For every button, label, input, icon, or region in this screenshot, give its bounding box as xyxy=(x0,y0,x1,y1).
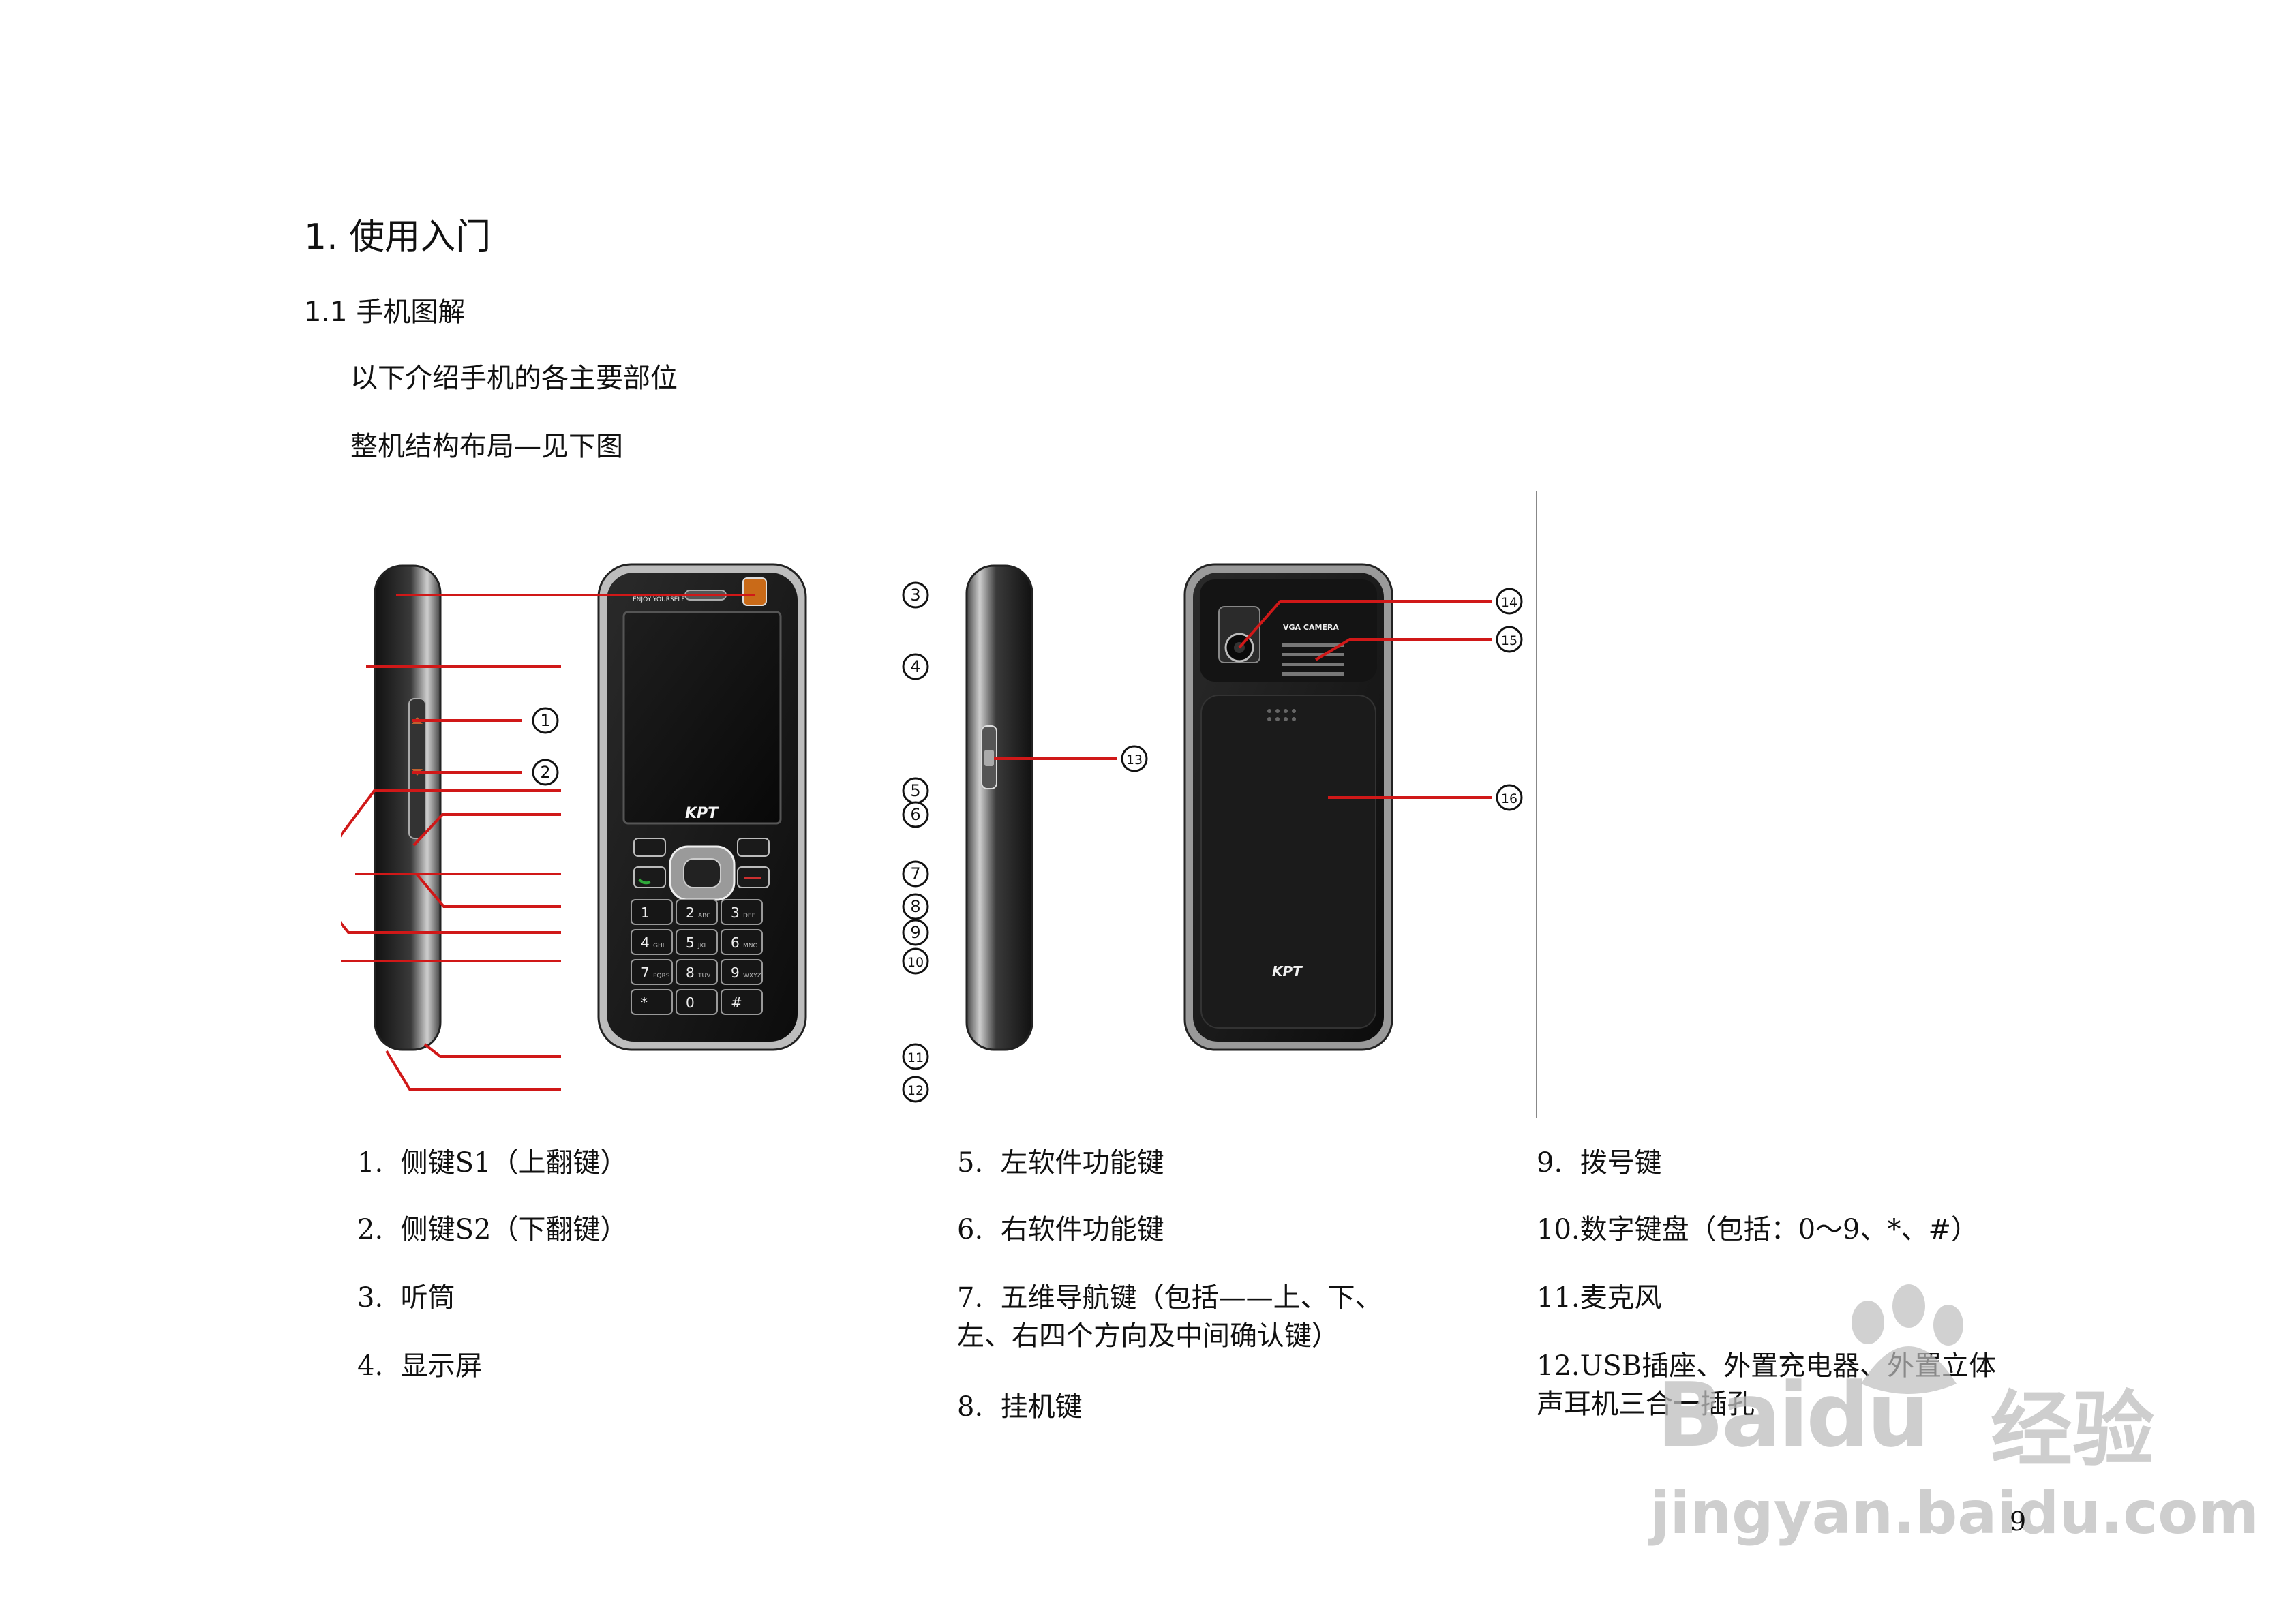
keypad-key-label: 5 xyxy=(686,935,695,951)
keypad-key: 0 xyxy=(676,989,718,1015)
legend-item-2: 2. 侧键S2（下翻键） xyxy=(357,1214,628,1245)
keypad-key-letters: TUV xyxy=(697,973,711,980)
callout-marker-10: 10 xyxy=(902,947,929,975)
callout-marker-11: 11 xyxy=(902,1043,929,1070)
keypad-key-label: 9 xyxy=(731,965,740,981)
callout-marker-6: 6 xyxy=(902,801,929,828)
callout-marker-label: 6 xyxy=(910,805,920,824)
keypad-key-label: * xyxy=(641,995,648,1011)
leader-lines xyxy=(341,594,1492,1091)
keypad-key-label: 2 xyxy=(686,905,695,921)
callout-marker-label: 3 xyxy=(910,586,920,605)
keypad-key-label: # xyxy=(731,995,742,1011)
legend-item-11: 11.麦克风 xyxy=(1537,1282,1662,1314)
section-title: 1. 使用入门 xyxy=(304,217,492,258)
legend-item-5: 5. 左软件功能键 xyxy=(957,1147,1164,1179)
front-tag: ENJOY YOURSELF xyxy=(633,596,685,603)
callout-marker-label: 13 xyxy=(1126,753,1143,768)
keypad-key-letters: PQRS xyxy=(653,973,670,980)
callout-marker-label: 2 xyxy=(540,763,550,782)
legend-item-7: 7. 五维导航键（包括——上、下、 左、右四个方向及中间确认键） xyxy=(957,1282,1383,1352)
keypad-key-label: 4 xyxy=(641,935,650,951)
callout-marker-15: 15 xyxy=(1496,626,1523,653)
keypad-key-letters: DEF xyxy=(743,913,755,920)
callout-marker-3: 3 xyxy=(902,581,929,609)
keypad-key-letters: JKL xyxy=(697,943,708,950)
callout-marker-label: 8 xyxy=(910,897,920,916)
callout-marker-label: 10 xyxy=(907,955,924,970)
callout-marker-label: 5 xyxy=(910,781,920,800)
back-view: VGA CAMERA KPT xyxy=(1183,563,1393,1051)
legend-item-3: 3. 听筒 xyxy=(357,1282,455,1314)
callout-marker-5: 5 xyxy=(902,777,929,804)
intro-line-1: 以下介绍手机的各主要部位 xyxy=(350,363,678,394)
legend-item-10: 10.数字键盘（包括：0～9、*、#） xyxy=(1537,1214,1979,1245)
keypad-key: * xyxy=(631,989,673,1015)
paw-logo xyxy=(1852,1284,1963,1394)
callout-marker-label: 11 xyxy=(907,1050,924,1065)
back-brand-logo: KPT xyxy=(1272,963,1303,980)
callout-marker-14: 14 xyxy=(1496,588,1523,615)
keypad-key-letters: WXYZ xyxy=(743,973,761,980)
callout-marker-label: 4 xyxy=(910,657,920,676)
keypad-key-label: 8 xyxy=(686,965,695,981)
front-brand-logo: KPT xyxy=(685,805,719,822)
callout-marker-16: 16 xyxy=(1496,784,1523,811)
callout-marker-label: 1 xyxy=(540,711,550,730)
callout-marker-label: 16 xyxy=(1501,791,1517,806)
callout-marker-7: 7 xyxy=(902,860,929,888)
keypad-key-label: 3 xyxy=(731,905,740,921)
callout-marker-label: 14 xyxy=(1501,595,1517,610)
legend-item-8: 8. 挂机键 xyxy=(957,1391,1083,1423)
page-number: 9 xyxy=(2010,1506,2027,1536)
callout-marker-label: 15 xyxy=(1501,633,1517,648)
keypad-key-letters: GHI xyxy=(653,943,664,950)
legend-item-1: 1. 侧键S1（上翻键） xyxy=(357,1147,628,1179)
callout-marker-12: 12 xyxy=(902,1076,929,1103)
intro-line-2: 整机结构布局—见下图 xyxy=(350,431,623,462)
keypad-key-label: 0 xyxy=(686,995,695,1011)
keypad-key-label: 7 xyxy=(641,965,650,981)
callout-marker-13: 13 xyxy=(1121,745,1148,772)
subsection-title: 1.1 手机图解 xyxy=(304,297,466,328)
legend-item-9: 9. 拨号键 xyxy=(1537,1147,1662,1179)
keypad-key: 1 xyxy=(631,899,673,925)
callout-marker-label: 7 xyxy=(910,864,920,883)
side-view-right xyxy=(965,564,1033,1051)
callout-marker-9: 9 xyxy=(902,919,929,946)
callout-marker-1: 1 xyxy=(532,707,559,734)
callout-marker-8: 8 xyxy=(902,893,929,920)
keypad-key-label: 6 xyxy=(731,935,740,951)
watermark-url: jingyan.baidu.com xyxy=(1650,1479,2259,1547)
keypad-key: # xyxy=(721,989,763,1015)
keypad-key-label: 1 xyxy=(641,905,650,921)
keypad-key-letters: MNO xyxy=(743,943,758,950)
keypad-key-letters: ABC xyxy=(698,913,710,920)
callout-marker-label: 12 xyxy=(907,1083,924,1098)
watermark-cn: 经验 xyxy=(1991,1383,2154,1478)
back-camera-label: VGA CAMERA xyxy=(1283,623,1339,632)
legend-item-4: 4. 显示屏 xyxy=(357,1350,483,1382)
watermark-brand: Baidu xyxy=(1657,1363,1930,1467)
callout-marker-label: 9 xyxy=(910,923,920,942)
callout-marker-2: 2 xyxy=(532,759,559,786)
callout-marker-4: 4 xyxy=(902,653,929,680)
side-view-left xyxy=(374,564,442,1051)
legend-item-6: 6. 右软件功能键 xyxy=(957,1214,1164,1245)
